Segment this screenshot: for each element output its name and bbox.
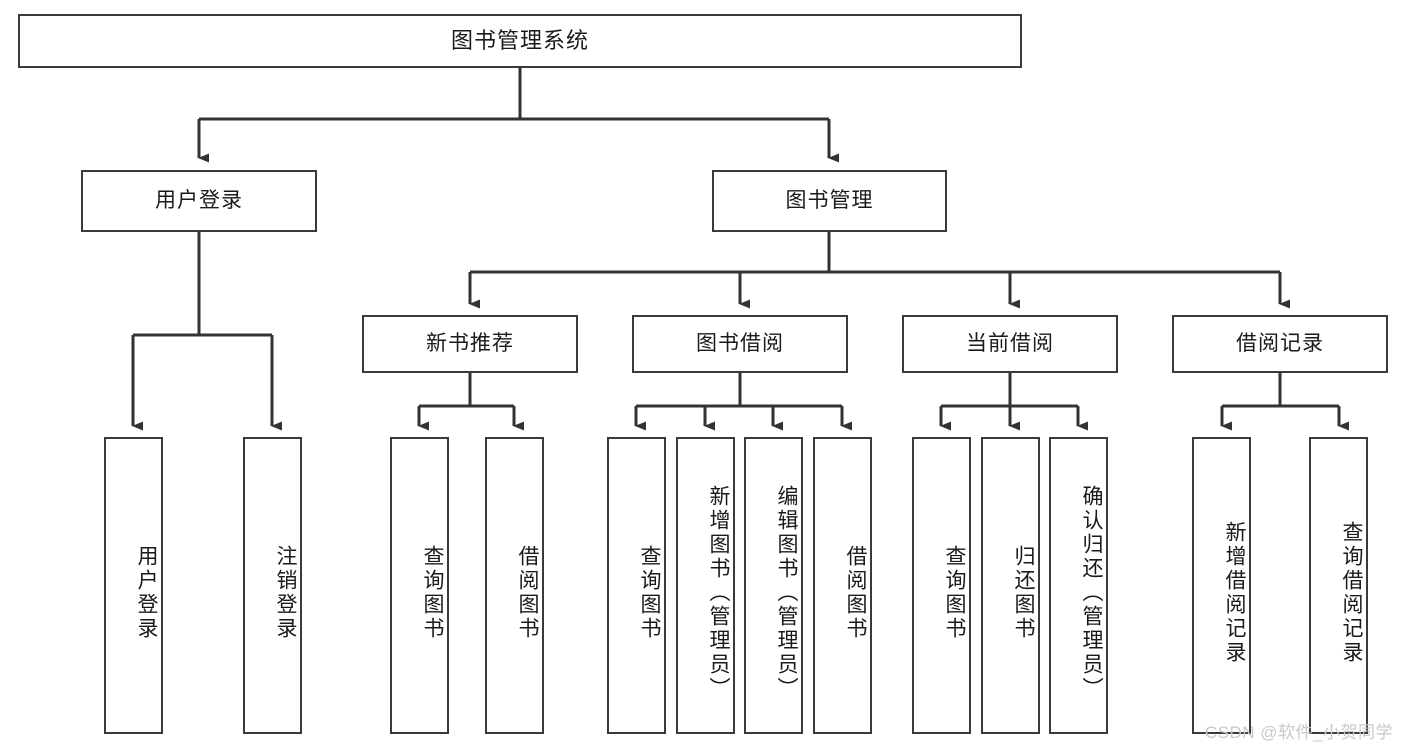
- node-new-book-rec[interactable]: 新书推荐: [362, 315, 578, 373]
- node-leaf-borrow-book-2-label: 借阅图书: [844, 544, 867, 641]
- node-user-login-label: 用户登录: [155, 189, 243, 213]
- node-leaf-add-record-label: 新增借阅记录: [1223, 520, 1246, 665]
- node-leaf-return-book-label: 归还图书: [1012, 544, 1035, 641]
- node-leaf-add-book[interactable]: 新增图书（管理员）: [676, 437, 735, 734]
- node-leaf-borrow-book-2[interactable]: 借阅图书: [813, 437, 872, 734]
- node-borrow-record[interactable]: 借阅记录: [1172, 315, 1388, 373]
- node-leaf-return-book[interactable]: 归还图书: [981, 437, 1040, 734]
- node-leaf-user-login[interactable]: 用户登录: [104, 437, 163, 734]
- node-leaf-borrow-book-1-label: 借阅图书: [516, 544, 539, 641]
- node-leaf-edit-book-label: 编辑图书（管理员）: [775, 484, 798, 701]
- node-book-borrow-label: 图书借阅: [696, 332, 784, 356]
- node-leaf-query-book-3[interactable]: 查询图书: [912, 437, 971, 734]
- csdn-watermark: CSDN @软件_小贺同学: [1204, 723, 1393, 742]
- node-leaf-borrow-book-1[interactable]: 借阅图书: [485, 437, 544, 734]
- node-leaf-query-book-1-label: 查询图书: [421, 544, 444, 641]
- node-leaf-add-book-label: 新增图书（管理员）: [707, 484, 730, 701]
- node-leaf-confirm-return[interactable]: 确认归还（管理员）: [1049, 437, 1108, 734]
- node-leaf-add-record[interactable]: 新增借阅记录: [1192, 437, 1251, 734]
- node-leaf-query-book-2-label: 查询图书: [638, 544, 661, 641]
- node-root[interactable]: 图书管理系统: [18, 14, 1022, 68]
- node-leaf-user-login-label: 用户登录: [135, 544, 158, 641]
- node-leaf-user-logout[interactable]: 注销登录: [243, 437, 302, 734]
- node-new-book-rec-label: 新书推荐: [426, 332, 514, 356]
- node-root-label: 图书管理系统: [450, 27, 589, 53]
- node-borrow-record-label: 借阅记录: [1236, 332, 1324, 356]
- node-book-manage[interactable]: 图书管理: [712, 170, 947, 232]
- node-leaf-query-book-3-label: 查询图书: [943, 544, 966, 641]
- node-leaf-query-book-1[interactable]: 查询图书: [390, 437, 449, 734]
- node-leaf-user-logout-label: 注销登录: [274, 544, 297, 641]
- node-leaf-confirm-return-label: 确认归还（管理员）: [1080, 484, 1103, 701]
- node-leaf-query-record[interactable]: 查询借阅记录: [1309, 437, 1368, 734]
- node-book-manage-label: 图书管理: [785, 189, 874, 213]
- node-book-borrow[interactable]: 图书借阅: [632, 315, 848, 373]
- node-current-borrow[interactable]: 当前借阅: [902, 315, 1118, 373]
- node-user-login[interactable]: 用户登录: [81, 170, 317, 232]
- node-leaf-edit-book[interactable]: 编辑图书（管理员）: [744, 437, 803, 734]
- node-current-borrow-label: 当前借阅: [966, 332, 1054, 356]
- node-leaf-query-book-2[interactable]: 查询图书: [607, 437, 666, 734]
- node-leaf-query-record-label: 查询借阅记录: [1340, 520, 1363, 665]
